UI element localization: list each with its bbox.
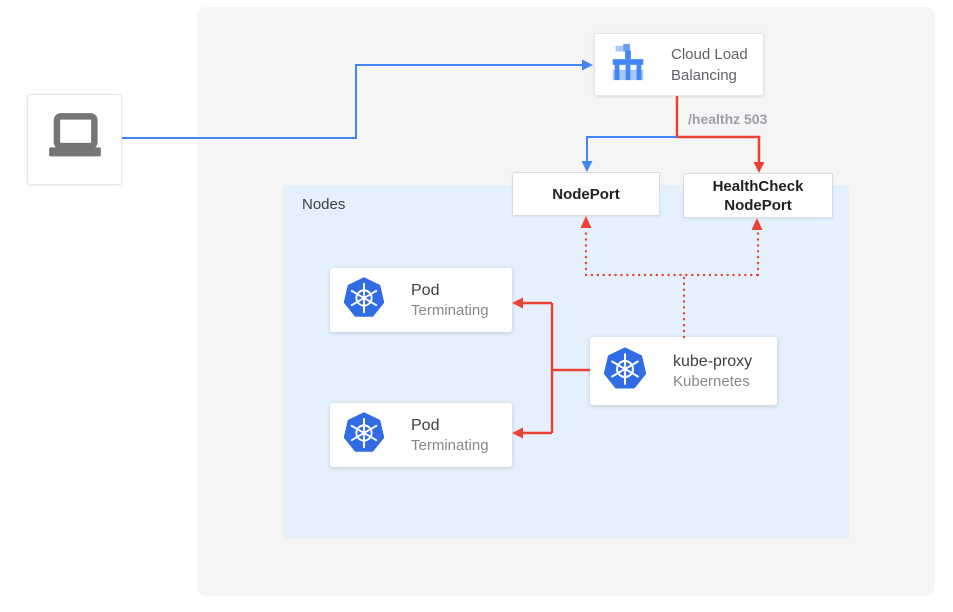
kube-proxy-label: kube-proxy bbox=[673, 352, 753, 370]
nodeport-label: NodePort bbox=[552, 185, 620, 203]
healthcheck-nodeport-box: HealthCheck NodePort bbox=[683, 173, 833, 218]
pod-terminating-card-1: Pod Terminating bbox=[330, 268, 512, 332]
laptop-icon bbox=[44, 106, 106, 173]
pod-status: Terminating bbox=[411, 301, 489, 319]
pod-label: Pod bbox=[411, 281, 440, 299]
cloud-load-balancing-label: Cloud Load Balancing bbox=[671, 45, 748, 84]
kubernetes-icon bbox=[602, 346, 648, 397]
pod-label: Pod bbox=[411, 416, 440, 434]
kube-proxy-card: kube-proxy Kubernetes bbox=[590, 337, 777, 405]
healthz-edge-label: /healthz 503 bbox=[688, 111, 768, 127]
cloud-load-balancing-card: Cloud Load Balancing bbox=[594, 33, 764, 96]
kubernetes-icon bbox=[342, 411, 386, 460]
kube-proxy-sublabel: Kubernetes bbox=[673, 372, 750, 390]
nodes-group-label: Nodes bbox=[302, 196, 346, 213]
nodeport-box: NodePort bbox=[512, 172, 660, 216]
pod-status: Terminating bbox=[411, 436, 489, 454]
pod-terminating-card-2: Pod Terminating bbox=[330, 403, 512, 467]
healthcheck-nodeport-label: HealthCheck NodePort bbox=[712, 177, 804, 214]
kubernetes-icon bbox=[342, 276, 386, 325]
client-device-card bbox=[27, 94, 122, 185]
cloud-load-balancing-icon bbox=[607, 42, 649, 87]
